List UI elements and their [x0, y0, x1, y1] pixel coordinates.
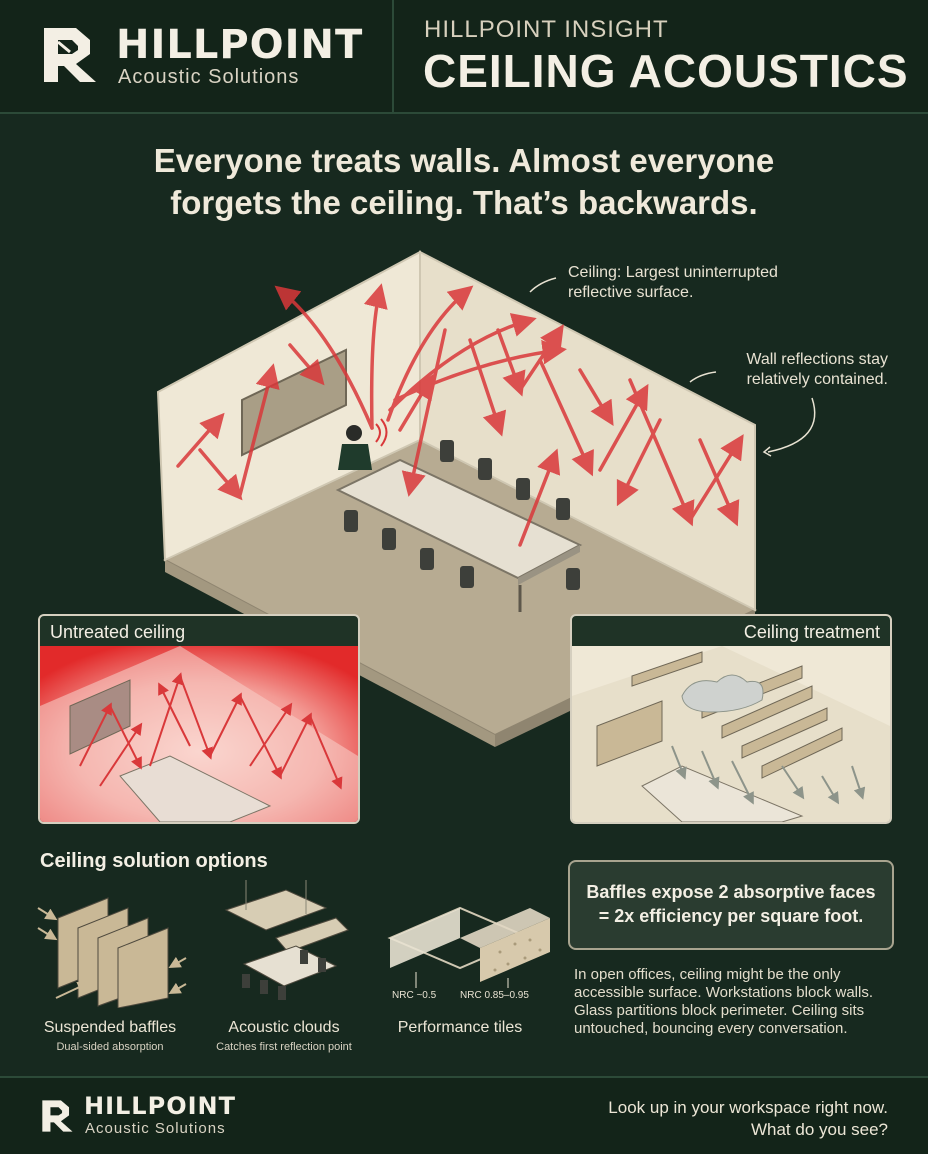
- clouds-sublabel: Catches first reflection point: [216, 1041, 352, 1053]
- ceiling-callout-arrow: [529, 277, 557, 293]
- footer: [0, 1076, 928, 1154]
- treated-label: Ceiling treatment: [743, 622, 880, 642]
- chairs: [344, 440, 580, 590]
- reflection-arrows: [176, 283, 744, 547]
- brand-name: HILLPOINT: [116, 22, 364, 68]
- footer-brand-subtitle: Acoustic Solutions: [85, 1120, 226, 1137]
- ceiling-callout-line-1: Ceiling: Largest uninterrupted: [568, 264, 778, 281]
- performance-tiles-illustration: [387, 906, 550, 988]
- suspended-baffles-illustration: [37, 897, 187, 1008]
- acoustic-clouds-illustration: [224, 880, 349, 1000]
- untreated-ceiling-panel: Untreated ceiling: [38, 614, 360, 824]
- header-divider: [392, 0, 394, 112]
- footer-cta-line-1: Look up in your workspace right now.: [608, 1098, 888, 1117]
- walls-callout-line-1: Wall reflections stay: [746, 351, 888, 368]
- header-eyebrow: HILLPOINT INSIGHT: [424, 16, 669, 43]
- walls-callout-arrow: [689, 371, 717, 383]
- baffles-label: Suspended baffles: [43, 1019, 177, 1036]
- clouds-label: Acoustic clouds: [228, 1019, 340, 1036]
- footer-cta-line-2: What do you see?: [750, 1120, 888, 1139]
- untreated-illustration: [40, 646, 358, 822]
- walls-callout: Wall reflections stay relatively contain…: [728, 350, 888, 390]
- brand-subtitle: Acoustic Solutions: [118, 66, 300, 88]
- tiles-label: Performance tiles: [397, 1019, 523, 1036]
- baffles-sublabel: Dual-sided absorption: [56, 1041, 164, 1053]
- speaker-person-icon: [346, 425, 362, 441]
- hillpoint-logo-icon: [44, 28, 96, 82]
- ceiling-callout-line-2: reflective surface.: [568, 284, 694, 301]
- treated-illustration: [572, 646, 890, 822]
- nrc-high-label: NRC 0.85–0.95: [460, 990, 529, 1001]
- walls-callout-line-2: relatively contained.: [746, 371, 888, 388]
- treated-ceiling-panel: Ceiling treatment: [570, 614, 892, 824]
- untreated-label: Untreated ceiling: [50, 622, 186, 642]
- key-line-2: = 2x efficiency per square foot.: [598, 906, 864, 926]
- baffles-key-box: Baffles expose 2 absorptive faces = 2x e…: [568, 860, 894, 950]
- headline-line-2: forgets the ceiling. That’s backwards.: [170, 184, 758, 221]
- headline-line-1: Everyone treats walls. Almost everyone: [153, 142, 775, 179]
- page-title: CEILING ACOUSTICS: [423, 45, 909, 97]
- open-office-text: In open offices, ceiling might be the on…: [574, 966, 874, 1037]
- nrc-low-label: NRC ~0.5: [392, 990, 437, 1001]
- header-bar: HILLPOINT Acoustic Solutions HILLPOINT I…: [0, 0, 928, 114]
- footer-logo-icon: [42, 1100, 73, 1132]
- solution-options-title: Ceiling solution options: [40, 850, 268, 872]
- footer-cta: Look up in your workspace right now. Wha…: [608, 1097, 888, 1141]
- headline: Everyone treats walls. Almost everyone f…: [60, 140, 868, 224]
- ceiling-callout: Ceiling: Largest uninterrupted reflectiv…: [568, 263, 778, 303]
- key-line-1: Baffles expose 2 absorptive faces: [586, 882, 876, 902]
- footer-brand-name: HILLPOINT: [84, 1092, 236, 1120]
